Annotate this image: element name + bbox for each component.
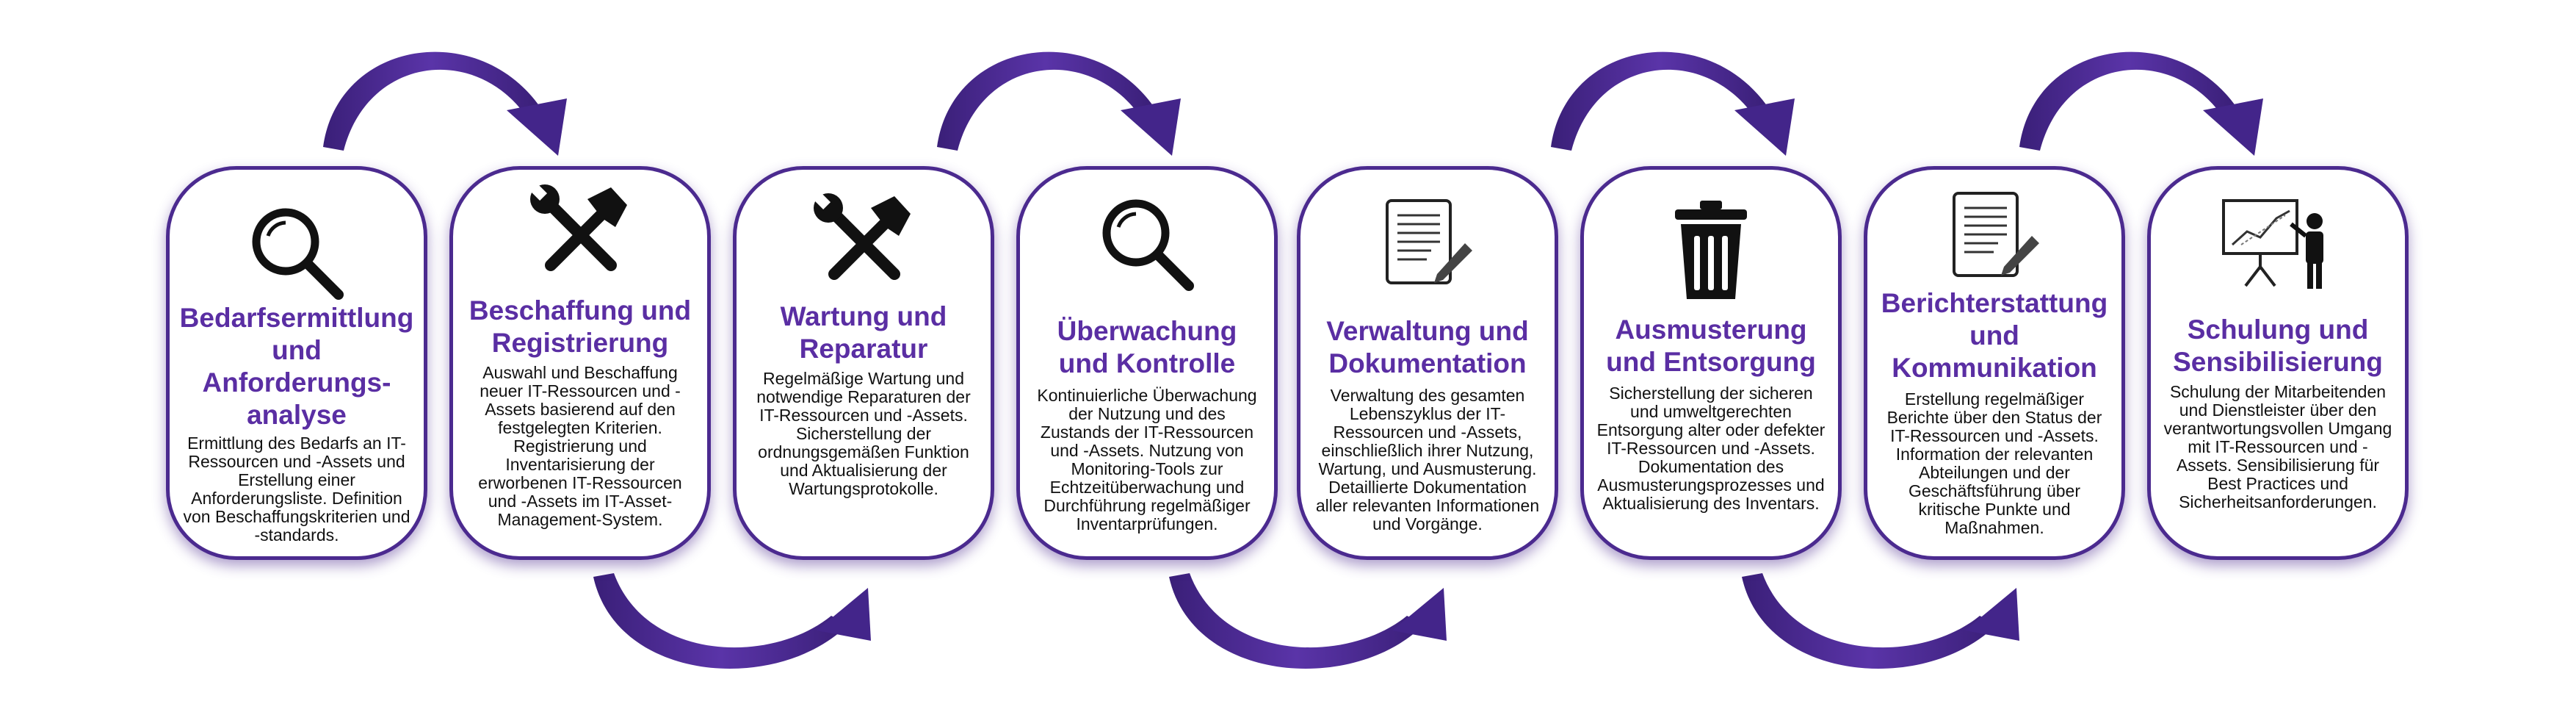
arrow-top-3 [1551, 51, 1795, 156]
document-edit-icon [1380, 196, 1475, 292]
arrow-top-2 [937, 51, 1181, 156]
arrow-bottom-1 [593, 573, 871, 669]
arrow-bottom-2 [1169, 573, 1447, 669]
magnifier-icon [242, 199, 352, 309]
document-edit-icon [1947, 189, 2042, 284]
trash-icon [1671, 199, 1751, 302]
tools-icon [529, 182, 632, 278]
arrow-top-1 [323, 51, 567, 156]
tools-icon [812, 191, 915, 287]
magnifier-icon [1092, 190, 1202, 301]
arrow-top-4 [2019, 51, 2263, 156]
presentation-icon [2219, 196, 2337, 292]
step-description: Ermittlung des Bedarfs an IT-Ressourcen … [183, 434, 410, 544]
arrow-bottom-3 [1742, 573, 2019, 669]
